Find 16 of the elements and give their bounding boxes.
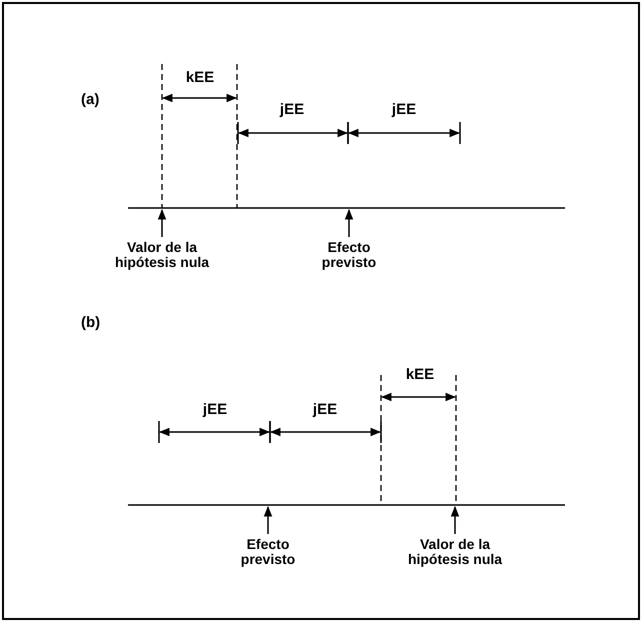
dimension-label: jEE (202, 402, 228, 418)
leader-arrow (158, 208, 166, 237)
axis-annotation: Valor de la hipótesis nula (407, 537, 503, 567)
dimension-label: jEE (392, 102, 416, 118)
panel-label: (b) (81, 315, 100, 331)
dimension-label: jEE (312, 402, 338, 418)
axis-annotation: Efecto previsto (301, 240, 397, 270)
leader-arrow (450, 506, 460, 534)
dimension-label: jEE (280, 102, 304, 118)
axis-annotation: Valor de la hipótesis nula (114, 240, 210, 270)
dimension-label: kEE (186, 70, 214, 86)
leader-arrow (344, 208, 354, 237)
panel-label: (a) (81, 92, 100, 108)
leader-arrow (264, 506, 272, 534)
axis-annotation: Efecto previsto (220, 537, 316, 567)
dimension-label: kEE (406, 367, 434, 383)
